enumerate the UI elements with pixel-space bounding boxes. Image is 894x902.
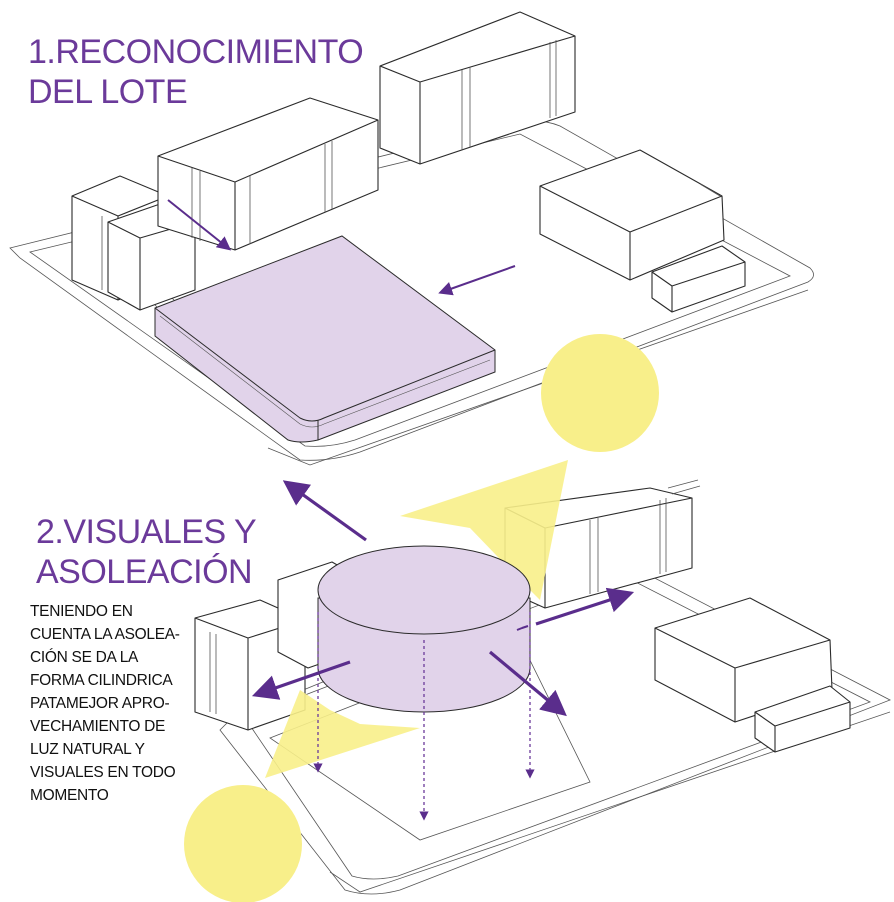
section2-description: TENIENDO EN CUENTA LA ASOLEA- CIÓN SE DA… xyxy=(30,600,235,807)
section2-title: 2.VISUALES Y ASOLEACIÓN xyxy=(36,512,257,592)
lot-highlight xyxy=(154,235,496,443)
description-line: VISUALES EN TODO xyxy=(30,764,176,781)
building-top-right xyxy=(379,11,576,165)
description-line: VECHAMIENTO DE xyxy=(30,718,166,735)
projection-lines xyxy=(313,612,535,821)
cylinder-volume xyxy=(317,545,531,713)
section2-title-line: ASOLEACIÓN xyxy=(36,553,253,591)
description-line: FORMA CILINDRICA xyxy=(30,672,173,689)
building-left-small xyxy=(71,175,196,311)
section1-title: 1.RECONOCIMIENTO DEL LOTE xyxy=(28,32,364,112)
building-middle-long xyxy=(157,97,379,251)
description-line: PATAMEJOR APRO- xyxy=(30,695,170,712)
sun-top xyxy=(541,334,659,452)
description-line: CIÓN SE DA LA xyxy=(30,649,139,666)
description-line: CUENTA LA ASOLEA- xyxy=(30,626,180,643)
building-right-low xyxy=(539,149,746,313)
description-line: MOMENTO xyxy=(30,787,109,804)
description-line: TENIENDO EN xyxy=(30,603,133,620)
site-plan-bottom xyxy=(219,559,891,895)
view-arrows xyxy=(251,480,635,717)
section2-title-line: 2.VISUALES Y xyxy=(36,513,257,551)
section1-title-line: DEL LOTE xyxy=(28,73,188,111)
section1-title-line: 1.RECONOCIMIENTO xyxy=(28,33,364,71)
building-bottom-far-right xyxy=(654,597,851,753)
lot-arrows xyxy=(167,199,516,296)
sun-bottom xyxy=(184,785,302,902)
description-line: LUZ NATURAL Y xyxy=(30,741,145,758)
sun-rays xyxy=(265,460,568,778)
